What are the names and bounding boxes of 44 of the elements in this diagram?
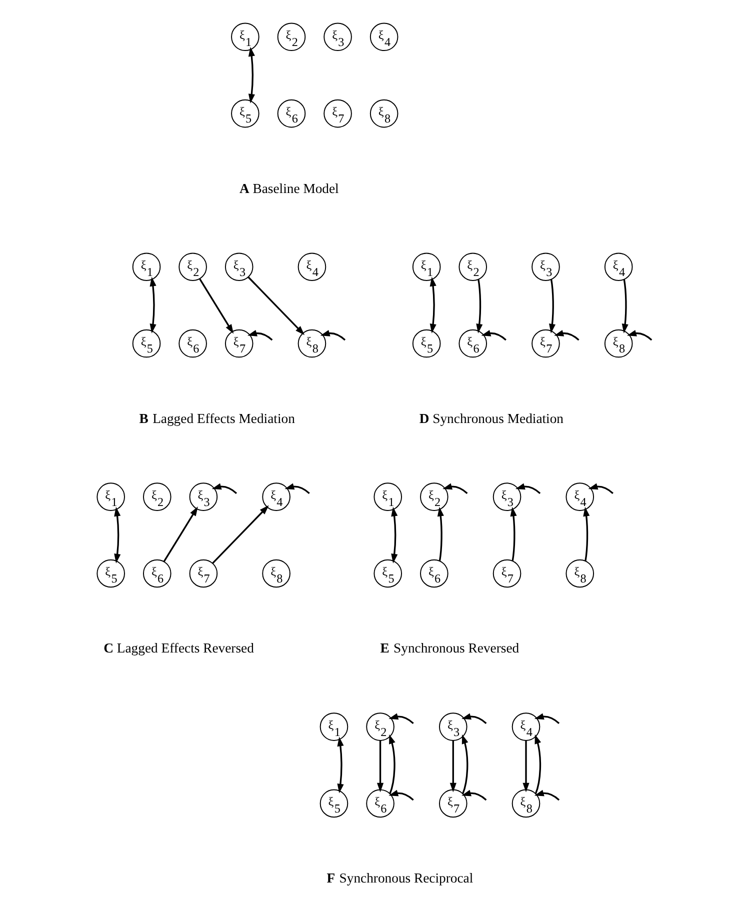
arrow (534, 734, 544, 796)
arrow (522, 740, 529, 792)
arrow (461, 734, 471, 796)
arrow (449, 740, 456, 792)
arrow (149, 276, 156, 334)
arrow (390, 506, 398, 564)
label: A Baseline Model (238, 180, 338, 196)
arrow (436, 506, 444, 561)
arrow (162, 506, 198, 562)
label: F Synchronous Reciprocal (326, 870, 473, 886)
arrow (461, 713, 486, 724)
arrow (480, 330, 506, 341)
arrow (554, 330, 579, 341)
arrow (114, 506, 120, 564)
arrow (626, 330, 652, 341)
arrow (534, 790, 560, 801)
arrow (388, 734, 398, 796)
arrow (320, 330, 346, 341)
label: C Lagged Effects Reversed (103, 640, 254, 656)
arrow (336, 736, 344, 794)
arrow (211, 505, 268, 564)
arrow (211, 483, 237, 494)
arrow (510, 506, 516, 561)
arrow (442, 483, 468, 494)
arrow (247, 276, 304, 336)
arrow (534, 713, 560, 724)
arrow (476, 279, 482, 334)
arrow (621, 279, 628, 334)
arrow (588, 483, 613, 494)
arrow (376, 740, 384, 792)
arrow (388, 713, 414, 724)
arrow (548, 279, 556, 334)
arrow (514, 483, 540, 494)
arrow (388, 790, 414, 801)
arrow (461, 790, 486, 801)
arrow (284, 483, 310, 494)
arrow (246, 330, 272, 341)
label: D Synchronous Mediation (418, 410, 564, 426)
label: E Synchronous Reversed (380, 640, 519, 656)
arrow (198, 278, 234, 334)
label: B Lagged Effects Mediation (138, 410, 294, 426)
arrow (582, 506, 590, 561)
arrow (248, 46, 254, 104)
arrow (429, 276, 436, 334)
